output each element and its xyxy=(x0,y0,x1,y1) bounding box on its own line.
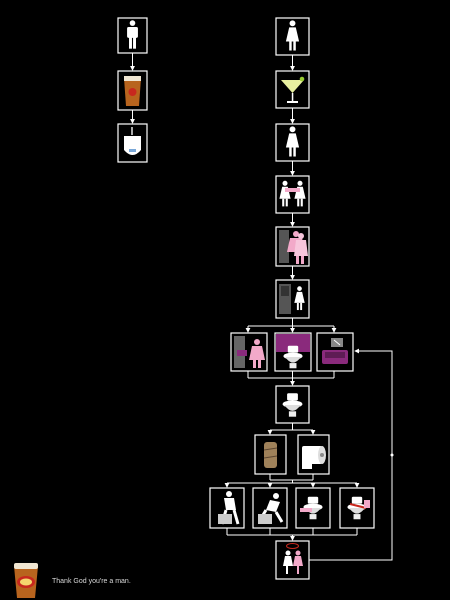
broken-toilet-icon xyxy=(322,338,348,364)
node-urinal xyxy=(117,123,148,163)
women-pair-icon xyxy=(279,180,306,207)
node-cover-seat xyxy=(339,487,375,529)
men-column xyxy=(117,17,148,163)
dirty-toilet-icon xyxy=(276,334,310,369)
squat-pose-icon xyxy=(258,493,284,524)
node-wipe-seat xyxy=(295,487,331,529)
node-exit-mirror xyxy=(275,540,310,580)
tagline: Thank God you're a man. xyxy=(52,578,131,585)
node-hover-pose xyxy=(209,487,245,529)
node-woman xyxy=(275,17,310,56)
node-man xyxy=(117,17,148,54)
node-stall-door xyxy=(275,279,310,319)
wipe-seat-icon xyxy=(300,496,323,520)
node-women-pair xyxy=(275,175,310,214)
queue-icon xyxy=(279,230,308,264)
urinal-icon xyxy=(124,127,141,155)
node-woman-2 xyxy=(275,123,310,162)
node-toilet xyxy=(275,385,310,424)
stall-door-icon xyxy=(279,284,305,314)
exit-mirror-icon xyxy=(283,543,303,574)
node-cocktail xyxy=(275,70,310,109)
node-paper-roll xyxy=(297,434,330,475)
paper-roll-icon xyxy=(302,446,326,469)
node-occupied-stall xyxy=(230,332,268,372)
node-dirty-toilet xyxy=(274,332,312,372)
beer-logo xyxy=(14,563,38,598)
beer-glass-icon xyxy=(124,76,141,106)
node-broken-toilet xyxy=(316,332,354,372)
node-beer xyxy=(117,70,148,111)
occupied-stall-icon xyxy=(234,336,265,368)
node-queue xyxy=(275,226,310,267)
node-squat-pose xyxy=(252,487,288,529)
cover-seat-icon xyxy=(347,496,370,520)
women-column xyxy=(209,17,394,580)
node-paper-empty xyxy=(254,434,287,475)
paper-roll-empty-icon xyxy=(263,442,278,468)
hover-pose-icon xyxy=(218,491,240,525)
cocktail-glass-icon xyxy=(281,76,305,103)
